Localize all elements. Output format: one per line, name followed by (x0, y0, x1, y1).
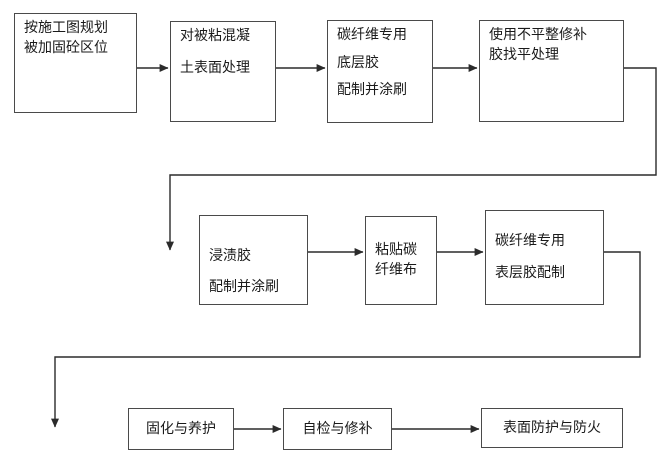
node-line: 使用不平整修补 (489, 27, 587, 43)
node-line: 按施工图规划 (24, 20, 108, 36)
process-node-curing-maintenance[interactable]: 固化与养护 (128, 408, 234, 450)
process-node-topcoat-adhesive[interactable]: 碳纤维专用 表层胶配制 (485, 210, 604, 305)
node-line: 固化与养护 (146, 420, 216, 437)
process-node-self-inspection-repair[interactable]: 自检与修补 (283, 408, 392, 450)
process-node-leveling-repair[interactable]: 使用不平整修补 胶找平处理 (479, 20, 624, 122)
node-line: 粘贴碳 (375, 242, 417, 259)
node-line: 被加固砼区位 (24, 39, 108, 56)
node-line: 对被粘混凝 (180, 28, 250, 44)
node-line: 表层胶配制 (495, 265, 565, 281)
node-line: 胶找平处理 (489, 46, 559, 63)
node-line: 碳纤维专用 (337, 27, 407, 43)
process-node-paste-carbon-fiber[interactable]: 粘贴碳 纤维布 (365, 216, 437, 305)
node-line: 表面防护与防火 (503, 419, 601, 436)
node-line: 浸渍胶 (209, 247, 251, 264)
process-node-surface-treatment[interactable]: 对被粘混凝 土表面处理 (170, 21, 276, 122)
node-line: 底层胶 (337, 54, 379, 71)
node-line: 自检与修补 (302, 420, 373, 437)
node-line: 配制并涂刷 (209, 279, 279, 296)
process-node-surface-protection-fireproof[interactable]: 表面防护与防火 (481, 408, 623, 448)
process-node-primer-adhesive[interactable]: 碳纤维专用 底层胶 配制并涂刷 (327, 20, 433, 123)
process-node-plan-area[interactable]: 按施工图规划 被加固砼区位 (14, 13, 137, 113)
node-line: 纤维布 (375, 262, 417, 278)
node-line: 土表面处理 (180, 59, 250, 76)
process-node-impregnating-adhesive[interactable]: 浸渍胶 配制并涂刷 (199, 215, 308, 305)
node-line: 配制并涂刷 (337, 82, 407, 99)
node-line: 碳纤维专用 (495, 233, 565, 250)
